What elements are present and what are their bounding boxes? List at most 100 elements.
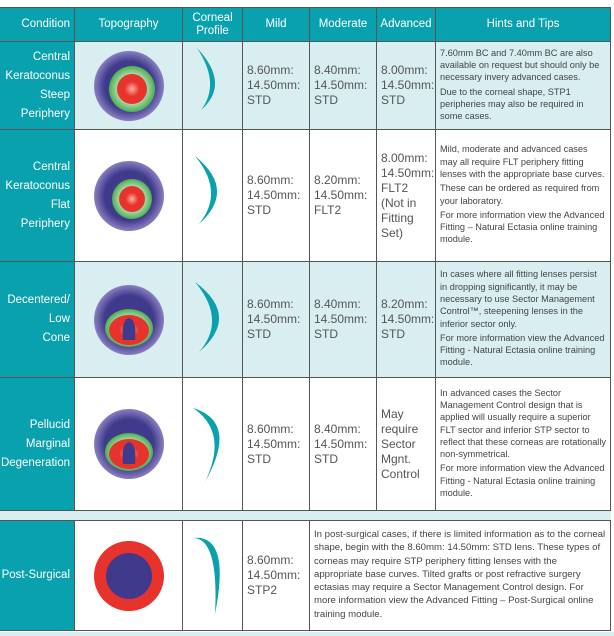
corneal-profile-icon bbox=[191, 534, 235, 618]
mild-cell: 8.60mm:14.50mm:STD bbox=[243, 378, 310, 511]
text: Central bbox=[32, 50, 70, 63]
text: Moderate bbox=[318, 18, 368, 30]
topography-map-icon bbox=[93, 408, 165, 480]
top-rule bbox=[0, 7, 611, 8]
text: Mild, moderate and advanced cases may al… bbox=[440, 144, 605, 179]
hints-cell: In advanced cases the Sector Management … bbox=[436, 378, 611, 511]
corneal-profile-cell bbox=[183, 378, 243, 511]
text: 14.50mm: bbox=[314, 312, 368, 326]
text: Corneal Profile bbox=[192, 11, 233, 37]
text: FLT2 bbox=[314, 203, 342, 217]
hints-cell: In post-surgical cases, if there is limi… bbox=[310, 521, 611, 631]
topography-map-icon bbox=[93, 160, 165, 232]
mild-cell: 8.60mm:14.50mm:STP2 bbox=[243, 521, 310, 631]
spacer-band bbox=[0, 511, 611, 521]
text: (Not in bbox=[381, 195, 417, 210]
text: 14.50mm: bbox=[381, 165, 435, 180]
moderate-cell: 8.40mm:14.50mm:STD bbox=[310, 262, 377, 378]
text: Topography bbox=[98, 18, 159, 30]
corneal-profile-cell bbox=[183, 42, 243, 130]
text: 8.60mm: bbox=[247, 421, 294, 436]
text: 14.50mm: bbox=[314, 436, 368, 451]
text: 8.20mm: bbox=[314, 173, 361, 187]
text: Mild bbox=[265, 18, 287, 30]
text: 8.40mm: bbox=[314, 421, 361, 436]
text: STD bbox=[314, 93, 338, 107]
text: Steep bbox=[39, 88, 70, 101]
text: STD bbox=[314, 451, 338, 466]
topography-cell bbox=[75, 42, 183, 130]
corneal-profile-cell bbox=[183, 262, 243, 378]
text: STD bbox=[247, 93, 271, 107]
bottom-rule bbox=[0, 632, 614, 636]
text: Sector bbox=[381, 436, 416, 451]
text: 7.60mm BC and 7.40mm BC are also availab… bbox=[440, 47, 600, 83]
text: For more information view the Advanced F… bbox=[440, 209, 605, 245]
text: For more information view the Advanced F… bbox=[440, 463, 605, 499]
corneal-profile-icon bbox=[191, 154, 235, 238]
text: Central bbox=[32, 160, 70, 173]
text: Fitting Set) bbox=[381, 210, 414, 240]
text: STD bbox=[381, 93, 405, 107]
corneal-profile-icon bbox=[191, 278, 235, 362]
hints-cell: In cases where all fitting lenses persis… bbox=[436, 262, 611, 378]
text: Keratoconus bbox=[5, 69, 70, 82]
advanced-cell: 8.00mm:14.50mm:STD bbox=[377, 42, 436, 130]
text: 14.50mm: bbox=[381, 312, 435, 326]
text: 8.40mm: bbox=[314, 63, 361, 77]
hints-cell: Mild, moderate and advanced cases may al… bbox=[436, 130, 611, 262]
text: Decentered/ bbox=[7, 294, 70, 306]
mild-cell: 8.60mm:14.50mm:STD bbox=[243, 262, 310, 378]
text: require bbox=[381, 421, 419, 436]
topography-map-icon bbox=[93, 540, 165, 612]
topography-cell bbox=[75, 130, 183, 262]
text: 14.50mm: bbox=[314, 188, 368, 202]
text: Keratoconus bbox=[5, 179, 70, 192]
text: STP2 bbox=[247, 583, 278, 597]
header-condition: Condition bbox=[0, 8, 75, 42]
header-topography: Topography bbox=[75, 8, 183, 42]
text: Marginal bbox=[25, 437, 70, 450]
text: Mgnt. bbox=[381, 451, 412, 466]
mild-cell: 8.60mm:14.50mm:STD bbox=[243, 130, 310, 262]
advanced-cell: 8.20mm:14.50mm:STD bbox=[377, 262, 436, 378]
text: 14.50mm: bbox=[247, 568, 301, 582]
header-mild: Mild bbox=[243, 8, 310, 42]
text: Advanced bbox=[380, 18, 432, 30]
text: In cases where all fitting lenses persis… bbox=[440, 269, 597, 329]
text: Degeneration bbox=[0, 456, 70, 469]
text: May bbox=[381, 406, 404, 421]
text: 14.50mm: bbox=[247, 188, 301, 202]
text: 8.20mm: bbox=[381, 297, 428, 311]
text: For more information view the Advanced F… bbox=[440, 332, 605, 368]
corneal-profile-icon bbox=[191, 44, 235, 128]
text: Condition bbox=[21, 18, 70, 30]
condition-label: Post-Surgical bbox=[2, 566, 70, 585]
text: Pellucid bbox=[29, 418, 70, 431]
text: Cone bbox=[42, 332, 71, 344]
text: Post-Surgical bbox=[1, 569, 70, 581]
topography-map-icon bbox=[93, 284, 165, 356]
text: Control bbox=[381, 466, 420, 481]
text: STD bbox=[247, 451, 271, 466]
header-profile: Corneal Profile bbox=[183, 8, 243, 42]
text: STD bbox=[381, 327, 405, 341]
text: Hints and Tips bbox=[486, 18, 560, 30]
text: Due to the corneal shape, STP1 peripheri… bbox=[440, 86, 584, 122]
text: 14.50mm: bbox=[247, 312, 301, 326]
corneal-profile-cell bbox=[183, 521, 243, 631]
mild-cell: 8.60mm:14.50mm:STD bbox=[243, 42, 310, 130]
moderate-cell: 8.20mm:14.50mm:FLT2 bbox=[310, 130, 377, 262]
text: 8.60mm: bbox=[247, 553, 294, 567]
text: These can be ordered as required from yo… bbox=[440, 183, 600, 206]
header-hints: Hints and Tips bbox=[436, 8, 611, 42]
topography-cell bbox=[75, 378, 183, 511]
corneal-profile-icon bbox=[191, 402, 235, 486]
